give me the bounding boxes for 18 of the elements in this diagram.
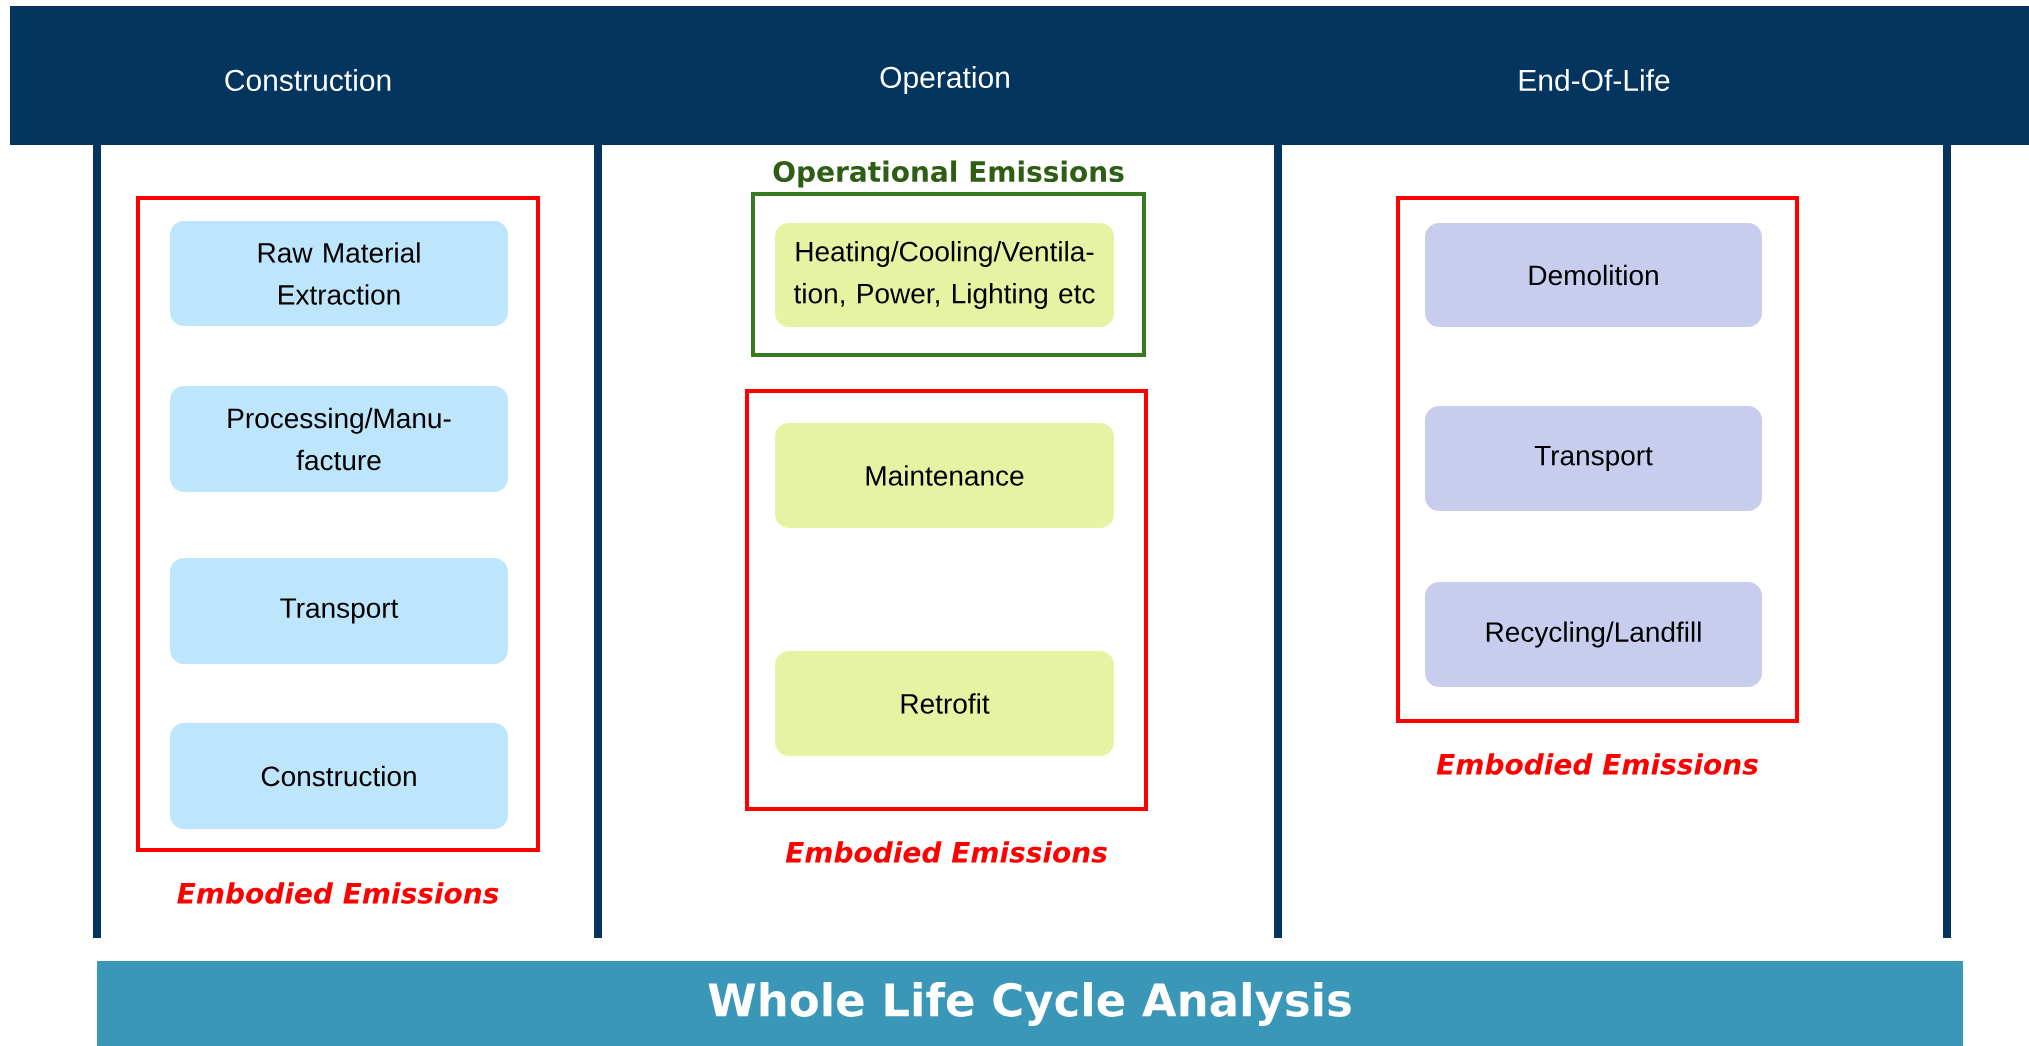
caption-band: Whole Life Cycle Analysis	[97, 961, 1963, 1046]
process-box: Demolition	[1425, 223, 1762, 327]
column-heading: End-Of-Life	[1519, 69, 1670, 91]
process-box: Transport	[170, 558, 508, 664]
node-label: Embodied Emissions	[785, 841, 1107, 863]
process-box: Recycling/Landfill	[1425, 582, 1762, 687]
process-box: Raw Material Extraction	[170, 221, 508, 326]
process-box: Transport	[1425, 406, 1762, 511]
process-box: Construction	[170, 723, 508, 829]
node-label: Embodied Emissions	[177, 882, 499, 904]
node-label: Embodied Emissions	[1436, 753, 1758, 775]
column-heading: Construction	[225, 69, 391, 91]
process-box: Maintenance	[775, 423, 1114, 528]
column-heading: Operation	[880, 66, 1009, 94]
node-label: Operational Emissions	[773, 160, 1124, 188]
process-box: Processing/Manu- facture	[170, 386, 508, 492]
process-box: Heating/Cooling/Ventila- tion, Power, Lighting etc	[775, 223, 1114, 327]
process-box: Retrofit	[775, 651, 1114, 756]
